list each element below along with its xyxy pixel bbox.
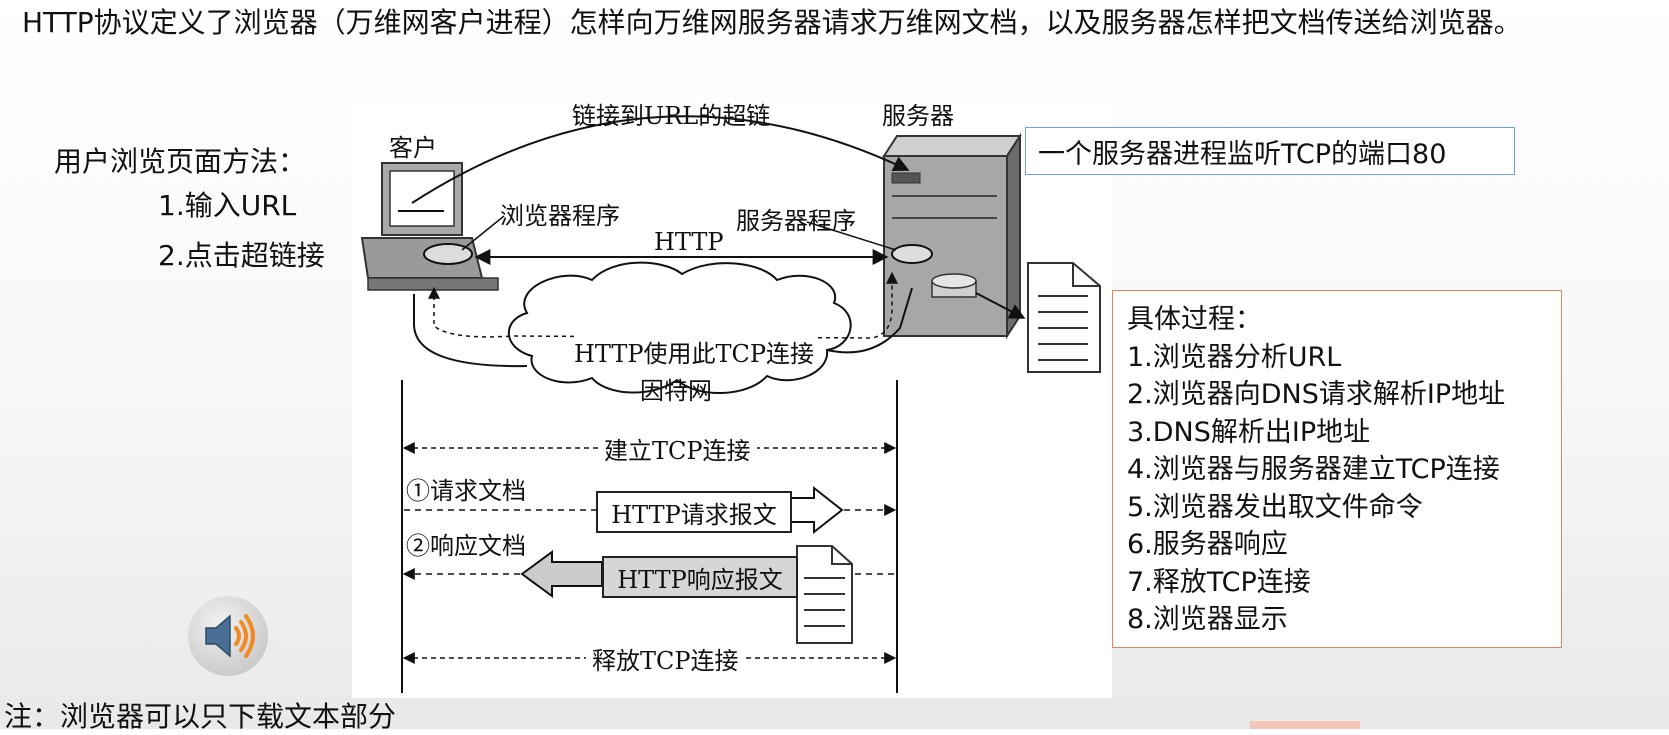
process-step: 4.浏览器与服务器建立TCP连接 xyxy=(1127,454,1500,485)
method-item: 2.点击超链接 xyxy=(158,239,325,272)
client-label: 客户 xyxy=(389,134,437,162)
client-computer-icon xyxy=(360,162,499,291)
process-step: 1.浏览器分析URL xyxy=(1127,341,1342,373)
request-doc-label: ①请求文档 xyxy=(406,477,526,505)
response-doc-label: ②响应文档 xyxy=(406,532,526,560)
listen-port-box: 一个服务器进程监听TCP的端口80 xyxy=(1025,127,1515,175)
http-response-message: HTTP响应报文 xyxy=(602,556,798,598)
release-tcp-label: 释放TCP连接 xyxy=(586,641,745,676)
tcp-usage-label: HTTP使用此TCP连接 xyxy=(574,334,815,369)
browser-program-label: 浏览器程序 xyxy=(500,202,620,230)
process-step: 5.浏览器发出取文件命令 xyxy=(1127,491,1423,523)
internet-label: 因特网 xyxy=(640,377,712,405)
establish-tcp-label: 建立TCP连接 xyxy=(598,431,757,466)
methods-title: 用户浏览页面方法： xyxy=(54,145,307,178)
process-box: 具体过程： 1.浏览器分析URL 2.浏览器向DNS请求解析IP地址 3.DNS… xyxy=(1112,290,1562,648)
document-icon xyxy=(1027,262,1101,373)
intro-text: HTTP协议定义了浏览器（万维网客户进程）怎样向万维网服务器请求万维网文档，以及… xyxy=(22,6,1522,39)
hyperlink-label: 链接到URL的超链 xyxy=(572,102,771,130)
server-program-label: 服务器程序 xyxy=(736,207,856,235)
speaker-icon xyxy=(205,614,255,658)
cropped-red-text xyxy=(1250,721,1360,729)
process-step: 2.浏览器向DNS请求解析IP地址 xyxy=(1127,379,1506,410)
response-document-icon xyxy=(796,545,853,644)
process-step: 6.服务器响应 xyxy=(1127,529,1288,560)
process-step: 7.释放TCP连接 xyxy=(1127,566,1311,598)
http-request-message: HTTP请求报文 xyxy=(596,491,792,533)
server-icon xyxy=(882,132,1022,340)
method-item: 1.输入URL xyxy=(158,189,297,222)
http-diagram: 客户 服务器 链接到URL的超链 浏览器程序 服务器程序 HTTP HTTP使用… xyxy=(352,98,1112,698)
audio-button[interactable] xyxy=(188,596,268,676)
diagram-graphics xyxy=(360,115,1101,693)
process-step: 3.DNS解析出IP地址 xyxy=(1127,416,1371,448)
process-title: 具体过程： xyxy=(1127,304,1262,335)
server-label: 服务器 xyxy=(882,102,954,130)
http-label: HTTP xyxy=(654,228,724,256)
process-step: 8.浏览器显示 xyxy=(1127,604,1288,635)
note-text: 注：浏览器可以只下载文本部分 xyxy=(4,700,397,733)
